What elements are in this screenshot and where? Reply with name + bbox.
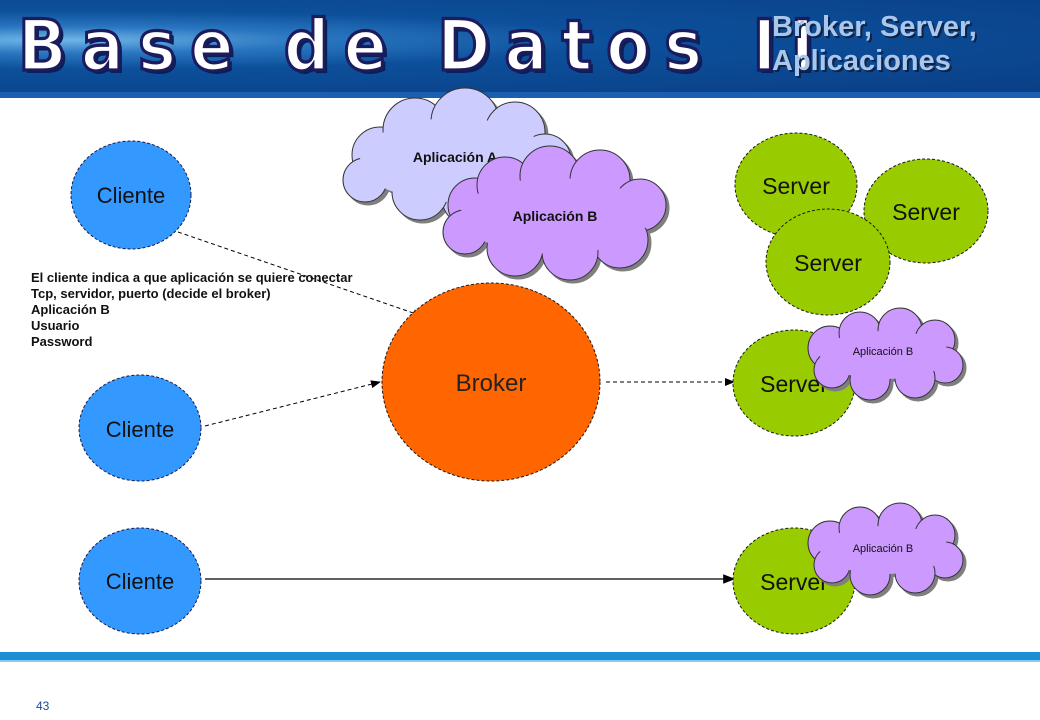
slide-subtitle: Broker, Server, Aplicaciones [772,10,977,78]
connection-note: El cliente indica a que aplicación se qu… [31,270,353,350]
app-b-label-server-4: Aplicación B [853,346,914,358]
app-b-cloud-server-4 [807,307,964,401]
app-b-label-server-5: Aplicación B [853,543,914,555]
page-number: 43 [36,699,50,713]
footer-divider [0,652,1040,662]
server-node-3: Server [765,208,891,316]
broker-label: Broker [456,370,527,397]
app-b-label: Aplicación B [513,208,598,224]
server-label-2: Server [892,199,960,225]
note-line-3: Aplicación B [31,302,110,317]
client-node-2: Cliente [78,374,202,482]
subtitle-line-2: Aplicaciones [772,45,951,77]
server-node-2: Server [863,158,989,264]
slide-title: Base de Datos II [16,4,829,89]
arrow-client1-broker [177,231,423,317]
arrow-client2-broker [204,380,381,427]
note-line-1: El cliente indica a que aplicación se qu… [31,270,353,285]
client-label-1: Cliente [97,183,165,208]
client-label-2: Cliente [106,417,174,442]
client-label-3: Cliente [106,569,174,594]
subtitle-line-1: Broker, Server, [772,11,977,43]
app-a-label: Aplicación A [413,149,497,165]
app-b-cloud [442,145,667,281]
header-banner [0,0,1040,92]
server-label-3: Server [794,250,862,276]
app-b-cloud-server-5 [807,502,964,596]
note-line-4: Usuario [31,318,80,333]
server-label-1: Server [762,173,830,199]
client-node-1: Cliente [70,140,192,250]
header-divider [0,92,1040,98]
broker-node: Broker [381,282,601,482]
client-node-3: Cliente [78,527,202,635]
note-line-2: Tcp, servidor, puerto (decide el broker) [31,286,271,301]
note-line-5: Password [31,334,93,349]
